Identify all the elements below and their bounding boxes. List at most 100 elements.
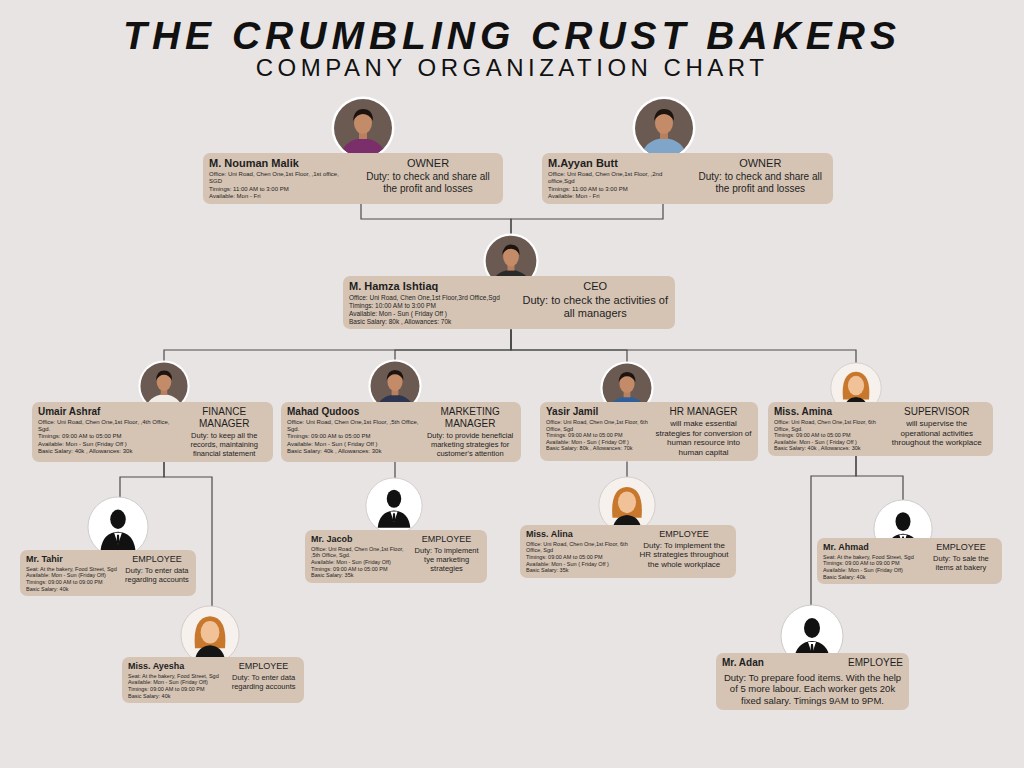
duty-text: Duty: to provide beneficial marketing st… (425, 431, 515, 458)
detail-text: Basic Salary: 40k (26, 586, 118, 593)
job-title: EMPLOYEE (124, 554, 190, 565)
detail-text: Available: Mon - Sun ( Friday Off ) (546, 439, 649, 446)
person-name: M.Ayyan Butt (548, 157, 688, 170)
box-left-column: Miss. AminaOffice: Uni Road, Chen One,1s… (774, 406, 881, 452)
box-right-column: OWNERDuty: to check and share all the pr… (694, 157, 828, 200)
detail-text: Basic Salary: 40k , Allowances: 30k (774, 445, 881, 452)
avatar-man (88, 497, 148, 557)
detail-text: Timings: 09:00 AM to 05:00 PM (526, 554, 632, 561)
detail-text: Available: Mon - Sun ( Friday Off ) (774, 439, 881, 446)
box-right-column: MARKETING MANAGERDuty: to provide benefi… (425, 406, 515, 458)
box-left-column: Mr. JacobOffice: Uni Road, Chen One,1st … (311, 534, 406, 579)
detail-text: Basic Salary: 40k , Allowances: 30k (287, 448, 419, 455)
detail-text: Basic Salary: 80k , Allowances: 70k (349, 318, 515, 326)
job-title: EMPLOYEE (848, 657, 903, 669)
detail-text: Timings: 09:00 AM to 09:00 PM (26, 579, 118, 586)
box-right-column: EMPLOYEEDuty: To enter data regarding ac… (124, 554, 190, 592)
person-name: Miss. Ayesha (128, 661, 223, 672)
duty-text: Duty: To prepare food items. With the he… (722, 672, 903, 706)
job-title: OWNER (359, 157, 497, 170)
duty-text: Duty: to keep all the records, maintaini… (181, 431, 267, 458)
duty-text: Duty: to check and share all the profit … (694, 171, 828, 195)
person-box: Yasir JamilOffice: Uni Road, Chen One,1s… (540, 402, 758, 461)
box-left-column: Umair AshrafOffice: Uni Road, Chen One,1… (38, 406, 175, 458)
box-left-column: Yasir JamilOffice: Uni Road, Chen One,1s… (546, 406, 649, 457)
job-title: OWNER (694, 157, 828, 170)
detail-text: Timings: 09:00 AM to 05:00 PM (774, 432, 881, 439)
box-left-column: Miss. AyeshaSeat: At the bakery, Food St… (128, 661, 223, 699)
box-right-column: OWNERDuty: to check and share all the pr… (359, 157, 497, 200)
job-title: EMPLOYEE (229, 661, 298, 672)
detail-text: Timings: 11:00 AM to 3:00 PM (548, 186, 688, 193)
person-name: Miss. Alina (526, 529, 632, 540)
detail-text: Basic Salary: 35k (526, 567, 632, 574)
detail-text: Seat: At the bakery, Food Street, Sgd (26, 566, 118, 573)
person-box: Mr. JacobOffice: Uni Road, Chen One,1st … (305, 530, 487, 583)
box-right-column: FINANCE MANAGERDuty: to keep all the rec… (181, 406, 267, 458)
box-left-column: M. Hamza IshtiaqOffice: Uni Road, Chen O… (349, 280, 515, 325)
detail-text: Available: Mon - Fri (209, 193, 353, 200)
box-right-column: EMPLOYEEDuty: To implement the HR strate… (638, 529, 730, 574)
duty-text: will supervise the operational activitie… (887, 419, 988, 448)
detail-text: Available: Mon - Sun ( Friday Off ) (526, 561, 632, 568)
detail-text: Office: Uni Road, Chen One,1st Floor, ,1… (209, 171, 353, 185)
detail-text: Office: Uni Road, Chen One,1st Floor, ,5… (311, 546, 406, 559)
box-right-column: HR MANAGERwill make essential strategies… (655, 406, 752, 457)
detail-text: Available: Mon - Sun ( Friday Off ) (349, 310, 515, 318)
duty-text: Duty: To implement the HR strategies thr… (638, 541, 730, 570)
chart-subtitle: COMPANY ORGANIZATION CHART (0, 54, 1024, 82)
box-body: Duty: To prepare food items. With the he… (722, 672, 903, 706)
detail-text: Basic Salary: 40k (128, 693, 223, 700)
duty-text: Duty: to check and share all the profit … (359, 171, 497, 195)
detail-text: Basic Salary: 40k (823, 574, 920, 581)
detail-text: Office: Uni Road, Chen One,1st Floor, ,2… (548, 171, 688, 185)
detail-text: Available: Mon - Sun ( Friday Off ) (287, 441, 419, 448)
detail-text: Available: Mon - Sun (Friday Off) (311, 559, 406, 566)
person-box: M.Ayyan ButtOffice: Uni Road, Chen One,1… (542, 153, 833, 204)
person-name: M. Nouman Malik (209, 157, 353, 170)
box-right-column: CEODuty: to check the activities of all … (521, 280, 669, 325)
person-box: Mr. TahirSeat: At the bakery, Food Stree… (20, 550, 196, 596)
box-left-column: M.Ayyan ButtOffice: Uni Road, Chen One,1… (548, 157, 688, 200)
box-right-column: SUPERVISORwill supervise the operational… (887, 406, 988, 452)
person-box: Umair AshrafOffice: Uni Road, Chen One,1… (32, 402, 273, 462)
person-name: M. Hamza Ishtiaq (349, 280, 515, 293)
detail-text: Available: Mon - Sun (Friday Off ) (38, 441, 175, 448)
duty-text: Duty: To sale the items at bakery (926, 554, 996, 572)
person-name: Yasir Jamil (546, 406, 649, 418)
detail-text: Available: Mon - Sun (Friday Off) (823, 567, 920, 574)
person-box: Mr. Adan EMPLOYEE Duty: To prepare food it… (716, 653, 909, 710)
detail-text: Available: Mon - Sun (Friday Off) (128, 679, 223, 686)
detail-text: Seat: At the bakery, Food Street, Sgd (128, 673, 223, 680)
box-right-column: EMPLOYEEDuty: To implement tye marketing… (412, 534, 481, 579)
detail-text: Office: Uni Road, Chen One,1st Floor, ,4… (38, 419, 175, 433)
box-left-column: Mahad QudoosOffice: Uni Road, Chen One,1… (287, 406, 419, 458)
detail-text: Timings: 09:00 AM to 09:00 PM (823, 560, 920, 567)
box-header: Mr. Adan EMPLOYEE (722, 657, 903, 670)
avatar-man (366, 478, 422, 534)
person-name: Mr. Jacob (311, 534, 406, 545)
chart-title: THE CRUMBLING CRUST BAKERS (0, 14, 1024, 58)
detail-text: Office: Uni Road, Chen One,1st Floor,3rd… (349, 294, 515, 302)
job-title: EMPLOYEE (926, 542, 996, 553)
duty-text: Duty: To enter data regarding accounts (124, 566, 190, 584)
detail-text: Timings: 09:00 AM to 05:00 PM (38, 433, 175, 440)
person-name: Umair Ashraf (38, 406, 175, 418)
detail-text: Available: Mon - Sun (Friday Off) (26, 572, 118, 579)
org-connector (511, 329, 856, 402)
box-left-column: M. Nouman MalikOffice: Uni Road, Chen On… (209, 157, 353, 200)
detail-text: Timings: 09:00 AM to 09:00 PM (128, 686, 223, 693)
avatar-woman (181, 606, 239, 664)
job-title: MARKETING MANAGER (425, 406, 515, 430)
person-box: Miss. AlinaOffice: Uni Road, Chen One,1s… (520, 525, 736, 578)
box-left-column: Mr. TahirSeat: At the bakery, Food Stree… (26, 554, 118, 592)
box-right-column: EMPLOYEEDuty: To enter data regarding ac… (229, 661, 298, 699)
person-box: Miss. AminaOffice: Uni Road, Chen One,1s… (768, 402, 993, 456)
detail-text: Timings: 10:00 AM to 3:00 PM (349, 302, 515, 310)
person-box: Mahad QudoosOffice: Uni Road, Chen One,1… (281, 402, 521, 462)
duty-text: Duty: to check the activities of all man… (521, 294, 669, 320)
job-title: EMPLOYEE (638, 529, 730, 540)
person-name: Mr. Adan (722, 657, 764, 669)
person-box: Mr. AhmadSeat: At the bakery, Food Stree… (817, 538, 1002, 584)
